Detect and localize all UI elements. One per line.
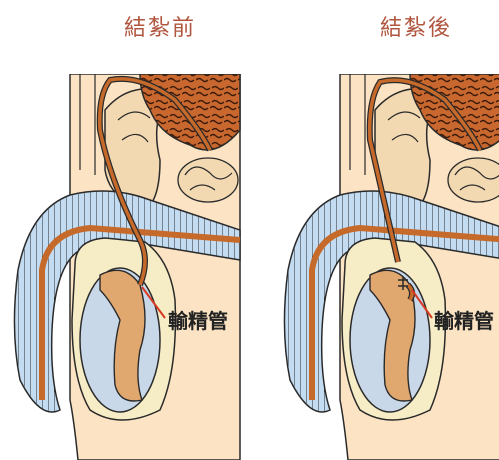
diagram-before bbox=[14, 74, 240, 460]
label-vas-deferens-before: 輸精管 bbox=[168, 309, 228, 333]
label-vas-deferens-after: 輸精管 bbox=[434, 309, 494, 333]
diagram-after bbox=[284, 74, 499, 460]
